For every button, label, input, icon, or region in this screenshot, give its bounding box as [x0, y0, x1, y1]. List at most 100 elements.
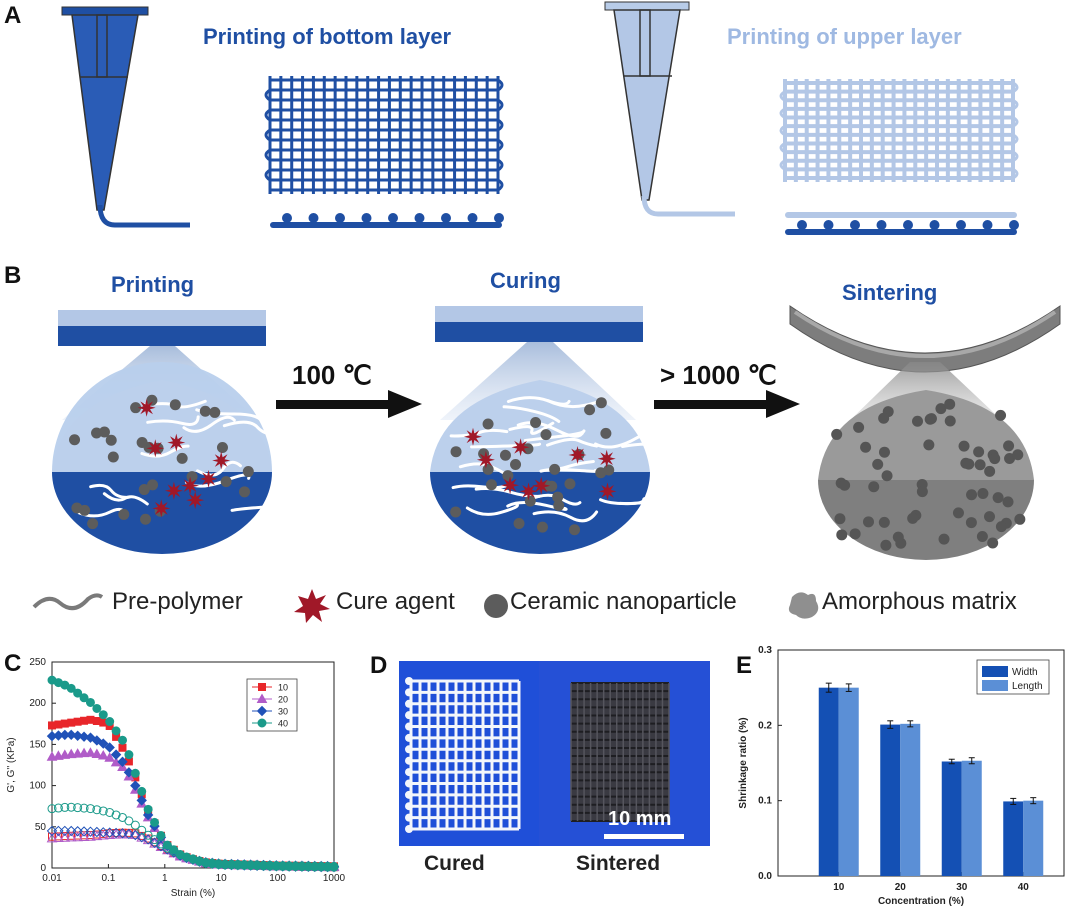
g-storage-point: [117, 756, 128, 767]
g-loss-point: [110, 827, 122, 839]
g-storage-point: [73, 688, 83, 698]
arrow-1: [276, 390, 422, 418]
g-storage-point: [85, 697, 95, 707]
plot-frame: [777, 649, 1065, 877]
legend-marker: [256, 705, 268, 717]
panel-d-letter: D: [370, 652, 388, 679]
g-storage-point: [105, 717, 115, 727]
legend-symbols: [32, 589, 819, 623]
g-storage-point: [79, 693, 89, 703]
g-loss-point: [123, 828, 135, 840]
g-storage-point: [92, 703, 102, 713]
panel-a-letter: A: [4, 2, 22, 29]
x-tick-label: 20: [895, 882, 907, 893]
panel-b-illustration: [52, 305, 1061, 560]
y-axis-label: G', G'' (KPa): [6, 737, 17, 792]
g-storage-point: [118, 743, 127, 752]
legend-label: 30: [278, 707, 288, 717]
g-storage-point: [78, 731, 90, 742]
y-tick-label: 0.0: [758, 871, 772, 882]
stage-sintering-label: Sintering: [842, 280, 938, 305]
g-storage-point: [91, 748, 103, 758]
bottom-layer-grid: [264, 76, 504, 194]
x-axis-label: Strain (%): [171, 888, 215, 899]
stage-curing-label: Curing: [490, 268, 561, 293]
g-loss-point: [60, 802, 70, 812]
y-tick-label: 0.3: [758, 645, 772, 656]
legend-ceramic-nanoparticle: Ceramic nanoparticle: [510, 588, 737, 615]
bar-width: [941, 761, 962, 876]
g-storage-point: [150, 817, 160, 827]
legend-label: Length: [1012, 681, 1043, 692]
series-20: [46, 747, 340, 872]
g-loss-point: [92, 805, 102, 815]
g-loss-point: [137, 825, 147, 835]
legend-label: 20: [278, 695, 288, 705]
legend-marker: [256, 693, 268, 703]
panel-e-letter: E: [736, 652, 753, 679]
y-axis-label: Shrinkage ratio (%): [738, 717, 749, 808]
legend-label: 40: [278, 719, 288, 729]
sintered-label: Sintered: [576, 852, 661, 875]
x-axis-label: Concentration (%): [878, 896, 964, 907]
g-loss-point: [85, 826, 96, 837]
g-storage-point: [98, 710, 108, 720]
cured-sintered-photo: [399, 661, 710, 846]
g-loss-point: [98, 827, 109, 838]
legend-marker: [258, 683, 266, 691]
ceramic-nanoparticle-icon: [484, 594, 508, 618]
legend-pre-polymer: Pre-polymer: [112, 588, 243, 615]
series-40: [47, 675, 339, 872]
y-tick-label: 50: [35, 822, 47, 833]
x-tick-label: 0.01: [42, 873, 62, 884]
g-loss-point: [130, 820, 140, 830]
g-loss-point: [105, 807, 115, 817]
g-loss-point: [329, 861, 339, 871]
g-loss-point: [53, 832, 64, 843]
arrow1-label: 100 ℃: [292, 360, 372, 390]
legend-marker: [257, 718, 267, 728]
y-tick-label: 100: [29, 781, 46, 792]
arrow-2: [654, 390, 800, 418]
g-storage-point: [118, 735, 127, 745]
curing-stage-drop: [430, 306, 673, 554]
y-tick-label: 0.2: [758, 720, 772, 731]
scale-bar: [604, 834, 684, 839]
g-loss-point: [73, 803, 83, 813]
g-loss-point: [59, 832, 71, 842]
g-loss-point: [46, 832, 58, 843]
cured-label: Cured: [424, 852, 485, 875]
g-storage-point: [85, 747, 96, 757]
x-tick-label: 40: [1018, 882, 1030, 893]
pre-polymer-icon: [32, 593, 104, 611]
cured-lattice: [405, 677, 521, 833]
g-loss-point: [111, 810, 121, 820]
y-tick-label: 200: [29, 698, 46, 709]
x-tick-label: 30: [956, 882, 968, 893]
legend-swatch: [982, 680, 1008, 691]
y-tick-label: 0.1: [758, 796, 772, 807]
g-loss-point: [104, 827, 115, 838]
amorphous-matrix-icon: [788, 592, 819, 619]
g-loss-point: [124, 816, 134, 826]
g-storage-point: [104, 742, 115, 753]
legend-box: [246, 678, 298, 732]
g-loss-point: [136, 831, 147, 843]
g-storage-point: [66, 683, 76, 693]
sintering-stage-drop: [789, 305, 1061, 560]
legend-label: 10: [278, 683, 288, 693]
g-storage-point: [110, 749, 122, 760]
bottom-layer-title: Printing of bottom layer: [203, 24, 452, 49]
bar-length: [838, 687, 859, 876]
stage-printing-label: Printing: [111, 272, 195, 297]
bar-width: [880, 724, 901, 876]
panel-c-letter: C: [4, 650, 22, 677]
g-loss-point: [72, 831, 83, 842]
chart-c-legend: 10 20 30 40: [246, 678, 298, 732]
g-loss-point: [117, 828, 128, 839]
g-loss-point: [130, 829, 141, 841]
bar-length: [1023, 800, 1044, 876]
g-storage-point: [162, 840, 172, 850]
